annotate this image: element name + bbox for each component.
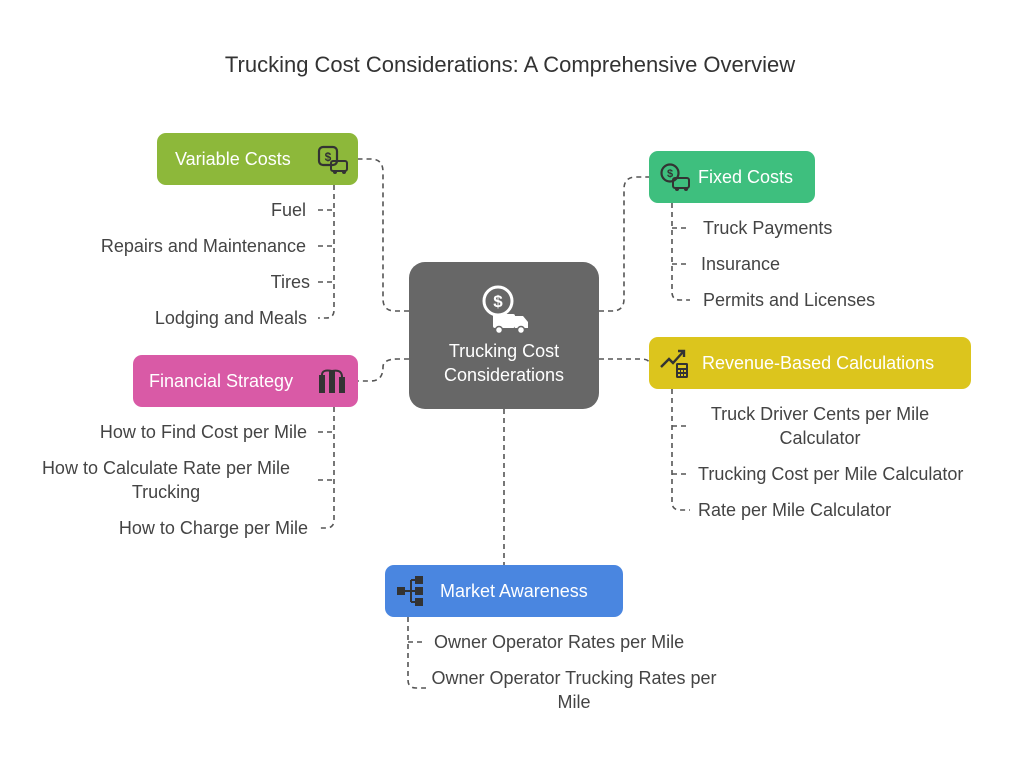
center-node: $ Trucking Cost Considerations (409, 262, 599, 409)
list-item: Repairs and Maintenance (100, 236, 306, 256)
list-item: Truck Payments (703, 218, 833, 238)
chart-calculator-icon (660, 349, 688, 378)
list-item: How to Charge per Mile (118, 518, 308, 538)
list-item: Lodging and Meals (154, 308, 307, 328)
fixed-costs-label: Fixed Costs (698, 166, 794, 187)
svg-text:$: $ (325, 150, 332, 164)
dollar-truck-icon: $ (482, 285, 528, 334)
list-item: Permits and Licenses (703, 290, 876, 310)
svg-text:$: $ (493, 292, 503, 311)
revenue-calculations-label: Revenue-Based Calculations (702, 352, 935, 373)
market-awareness-node: Market Awareness (385, 565, 623, 617)
dollar-truck-icon: $ (660, 163, 690, 191)
list-item: Rate per Mile Calculator (698, 500, 892, 520)
variable-costs-node: Variable Costs $ (157, 133, 358, 185)
list-item: Tires (270, 272, 310, 292)
svg-text:$: $ (667, 168, 673, 180)
variable-costs-label: Variable Costs (175, 148, 291, 169)
revenue-calculations-node: Revenue-Based Calculations (649, 337, 971, 389)
list-item: Owner Operator Trucking Rates per Mile (431, 668, 717, 712)
center-label: Trucking Cost Considerations (443, 341, 565, 385)
list-item: Fuel (270, 200, 306, 220)
strategy-icon (319, 369, 345, 393)
market-awareness-label: Market Awareness (440, 580, 588, 601)
fixed-costs-node: $ Fixed Costs (649, 151, 815, 203)
list-item: How to Calculate Rate per Mile Trucking (41, 458, 291, 502)
list-item: Trucking Cost per Mile Calculator (698, 464, 964, 484)
list-item: Truck Driver Cents per Mile Calculator (710, 404, 930, 448)
list-item: Owner Operator Rates per Mile (434, 632, 685, 652)
financial-strategy-node: Financial Strategy (133, 355, 358, 407)
list-item: Insurance (701, 254, 781, 274)
flow-icon (397, 576, 423, 606)
dollar-truck-icon: $ (317, 145, 348, 174)
page-title: Trucking Cost Considerations: A Comprehe… (224, 52, 796, 77)
list-item: How to Find Cost per Mile (99, 422, 307, 442)
financial-strategy-label: Financial Strategy (149, 370, 294, 391)
